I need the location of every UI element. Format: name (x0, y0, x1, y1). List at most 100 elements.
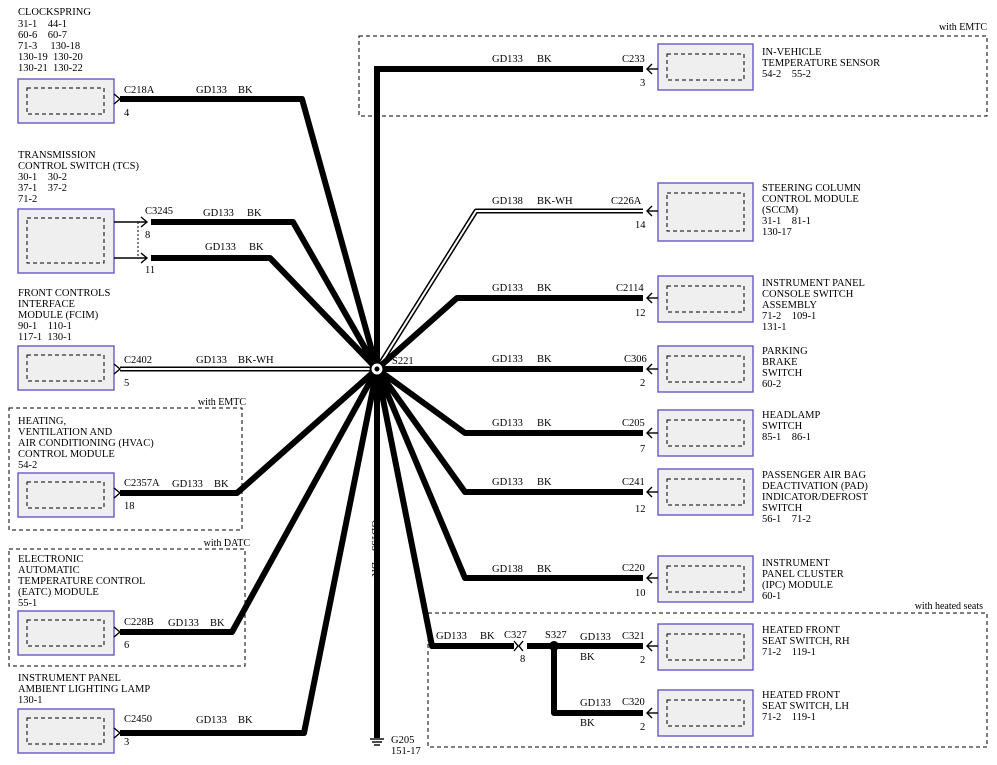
svg-text:SEAT SWITCH, LH: SEAT SWITCH, LH (762, 701, 849, 712)
svg-text:GD133: GD133 (172, 479, 203, 490)
svg-text:55-1: 55-1 (18, 598, 37, 609)
svg-text:11: 11 (145, 265, 155, 276)
svg-text:131-1: 131-1 (762, 322, 787, 333)
svg-text:CONSOLE SWITCH: CONSOLE SWITCH (762, 289, 854, 300)
svg-text:AMBIENT LIGHTING LAMP: AMBIENT LIGHTING LAMP (18, 684, 150, 695)
ground-g205-icon (370, 738, 384, 746)
tcs-box (17, 208, 115, 274)
fcim-connector-icon (113, 363, 122, 375)
ipc-box (657, 555, 754, 603)
wire-ipcsa (375, 295, 643, 372)
svg-text:GD133: GD133 (580, 698, 611, 709)
svg-text:C205: C205 (622, 418, 645, 429)
svg-text:C2114: C2114 (616, 283, 644, 294)
datc-region-label: with DATC (204, 538, 251, 549)
trunk-color-label: BK (369, 562, 380, 577)
svg-text:(SCCM): (SCCM) (762, 205, 799, 216)
wire-eatc (120, 367, 380, 635)
svg-text:5: 5 (124, 378, 129, 389)
ground-name: G205 (391, 735, 414, 746)
svg-text:INTERFACE: INTERFACE (18, 299, 75, 310)
ground-ref: 151-17 (391, 746, 421, 757)
emtc-region-top (358, 35, 988, 117)
svg-text:130-19 130-20: 130-19 130-20 (18, 52, 83, 63)
svg-text:AUTOMATIC: AUTOMATIC (18, 565, 80, 576)
ambient-connector-icon (113, 727, 122, 739)
svg-text:BK: BK (537, 354, 552, 365)
svg-text:HEATED FRONT: HEATED FRONT (762, 690, 840, 701)
svg-text:71-3 130-18: 71-3 130-18 (18, 41, 80, 52)
svg-text:GD133: GD133 (580, 632, 611, 643)
component-ipc-module: C220 10 GD138 BK INSTRUMENT PANEL CLUSTE… (492, 555, 844, 603)
svg-text:SWITCH: SWITCH (762, 421, 803, 432)
wire-hvac (120, 366, 379, 496)
svg-text:31-1 81-1: 31-1 81-1 (762, 216, 811, 227)
svg-text:10: 10 (635, 588, 646, 599)
svg-text:30-1 30-2: 30-1 30-2 (18, 172, 67, 183)
svg-text:SEAT SWITCH, RH: SEAT SWITCH, RH (762, 636, 850, 647)
svg-text:18: 18 (124, 501, 135, 512)
splice-s327-label: S327 (545, 630, 567, 641)
wire-tcs-8 (151, 219, 380, 371)
svg-text:71-2: 71-2 (18, 194, 37, 205)
tcs-connector-11-icon (140, 252, 149, 264)
wire-ambient (120, 368, 380, 736)
svg-text:C306: C306 (624, 354, 647, 365)
pad-box (657, 468, 754, 516)
svg-text:CONTROL SWITCH (TCS): CONTROL SWITCH (TCS) (18, 161, 139, 172)
wire-clockspring (120, 96, 380, 370)
svg-text:6: 6 (124, 640, 129, 651)
svg-text:GD133: GD133 (492, 418, 523, 429)
c327-female-icon (518, 640, 524, 652)
svg-text:130-1: 130-1 (18, 695, 43, 706)
svg-text:BK: BK (214, 479, 229, 490)
svg-text:GD133: GD133 (492, 283, 523, 294)
svg-text:GD133: GD133 (492, 477, 523, 488)
svg-text:GD133: GD133 (168, 618, 199, 629)
hvac-connector-icon (113, 487, 122, 499)
wire-headlamp (375, 366, 643, 436)
svg-text:54-2 55-2: 54-2 55-2 (762, 69, 811, 80)
svg-text:GD133: GD133 (196, 715, 227, 726)
svg-text:4: 4 (124, 108, 130, 119)
svg-text:90-1 110-1: 90-1 110-1 (18, 321, 72, 332)
seatlh-box (657, 689, 754, 737)
svg-text:INSTRUMENT PANEL: INSTRUMENT PANEL (18, 673, 121, 684)
svg-text:CONTROL MODULE: CONTROL MODULE (18, 449, 115, 460)
svg-text:31-1 44-1: 31-1 44-1 (18, 19, 67, 30)
svg-text:BK: BK (247, 208, 262, 219)
c327-pin-label: 8 (520, 654, 525, 665)
component-headlamp-switch: C205 7 GD133 BK HEADLAMP SWITCH 85-1 86-… (492, 409, 820, 457)
svg-text:AIR CONDITIONING (HVAC): AIR CONDITIONING (HVAC) (18, 438, 154, 449)
component-sccm: C226A 14 GD138 BK-WH STEERING COLUMN CON… (492, 182, 861, 242)
svg-text:PARKING: PARKING (762, 346, 808, 357)
svg-text:BK: BK (238, 715, 253, 726)
svg-text:56-1 71-2: 56-1 71-2 (762, 514, 811, 525)
svg-text:C233: C233 (622, 54, 645, 65)
seat-feed-circuit: GD133 (436, 631, 467, 642)
c2357a-label: C2357A (124, 478, 160, 489)
svg-text:14: 14 (635, 220, 646, 231)
svg-text:TEMPERATURE CONTROL: TEMPERATURE CONTROL (18, 576, 145, 587)
svg-text:INDICATOR/DEFROST: INDICATOR/DEFROST (762, 492, 869, 503)
component-parking-brake: C306 2 GD133 BK PARKING BRAKE SWITCH 60-… (492, 345, 808, 393)
svg-text:2: 2 (640, 378, 645, 389)
wire-tcs-11 (151, 255, 380, 372)
wire-ipc (374, 367, 643, 581)
emtc-region-hvac (8, 407, 243, 531)
splice-s221-label: S221 (392, 356, 414, 367)
svg-text:117-1 130-1: 117-1 130-1 (18, 332, 72, 343)
svg-text:DEACTIVATION (PAD): DEACTIVATION (PAD) (762, 481, 868, 492)
component-hvac: HEATING, VENTILATION AND AIR CONDITIONIN… (17, 416, 229, 518)
splice-s327-icon (549, 641, 559, 651)
svg-text:BK-WH: BK-WH (537, 196, 573, 207)
svg-text:12: 12 (635, 504, 646, 515)
svg-text:12: 12 (635, 308, 646, 319)
svg-text:BK: BK (580, 718, 595, 729)
svg-text:GD133: GD133 (196, 85, 227, 96)
seatrh-box (657, 623, 754, 671)
headlamp-box (657, 409, 754, 457)
svg-text:PASSENGER AIR BAG: PASSENGER AIR BAG (762, 470, 866, 481)
svg-text:GD133: GD133 (203, 208, 234, 219)
